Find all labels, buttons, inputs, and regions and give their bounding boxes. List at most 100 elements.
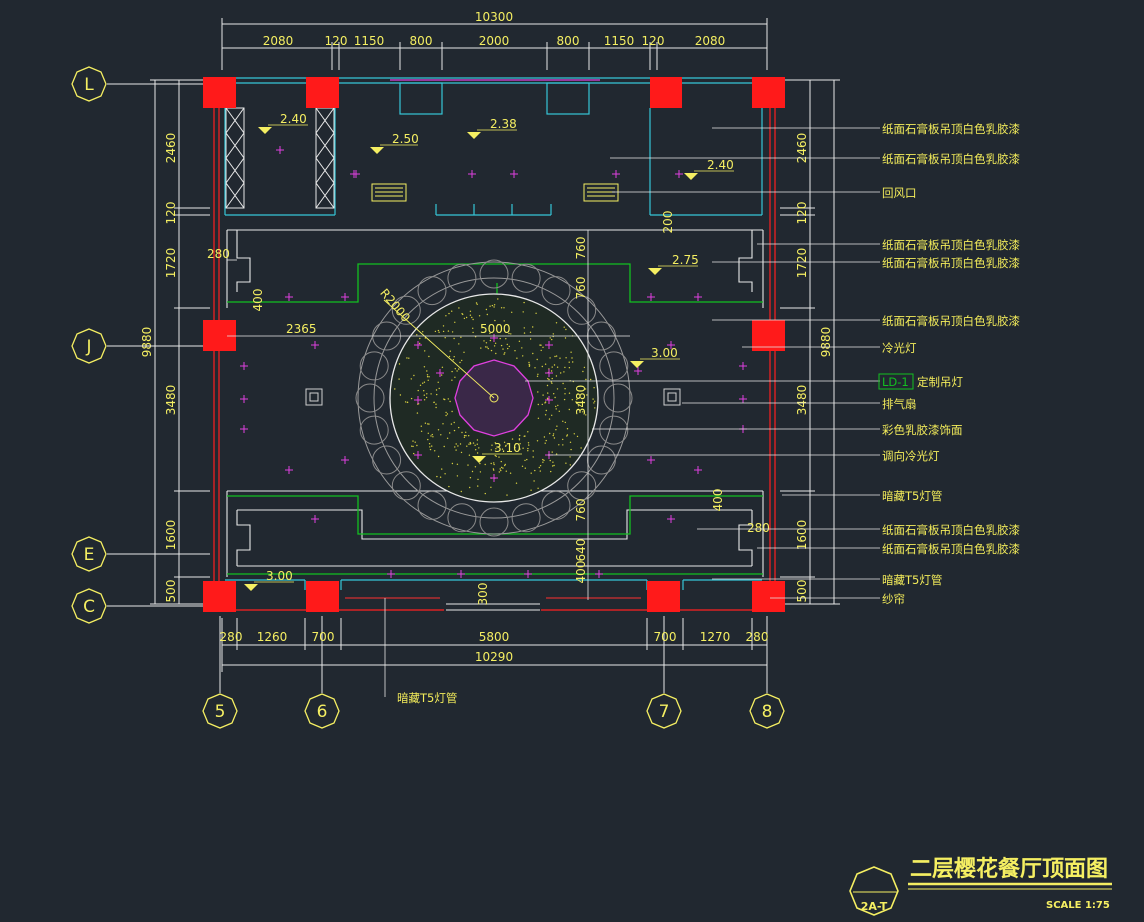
annotation-1: 纸面石膏板吊顶白色乳胶漆 (882, 122, 1020, 136)
seat-scallop (479, 259, 509, 289)
drawing-scale: SCALE 1:75 (1046, 900, 1110, 911)
speckle (412, 440, 414, 442)
speckle (475, 302, 478, 304)
seat-scallop (586, 445, 616, 475)
annotation-adjustable-light: 调向冷光灯 (882, 449, 940, 463)
speckle (426, 393, 428, 395)
speckle (445, 414, 447, 417)
speckle (544, 402, 546, 404)
speckle (419, 342, 421, 345)
speckle (437, 429, 440, 431)
dim-right-5: 1600 (795, 520, 809, 551)
speckle (447, 330, 450, 332)
level-marker-4: 2.40 (684, 158, 734, 180)
speckle (555, 453, 558, 455)
dim-bottom-1: 280 (220, 630, 243, 644)
speckle (560, 372, 562, 374)
central-round-ceiling (355, 259, 633, 537)
downlight (675, 170, 683, 178)
dim-left-6: 500 (164, 580, 178, 603)
dim-top-8: 120 (642, 34, 665, 48)
speckle (404, 401, 407, 403)
exhaust-fans (305, 388, 681, 406)
speckle (476, 439, 479, 441)
speckle (423, 399, 426, 401)
dim-top-9: 2080 (695, 34, 726, 48)
dim-right-2: 120 (795, 202, 809, 225)
speckle (529, 338, 532, 340)
speckle (494, 319, 496, 322)
level-marker-7: 3.10 (472, 441, 522, 463)
speckle (542, 458, 544, 461)
annotation-chandelier: 定制吊灯 (917, 375, 963, 389)
speckle (449, 400, 451, 403)
speckle (547, 398, 549, 400)
speckle (542, 394, 544, 396)
speckle (514, 350, 516, 352)
annotation-bottom-t5: 暗藏T5灯管 (397, 691, 457, 705)
speckle (476, 303, 478, 305)
downlight (667, 515, 675, 523)
downlight (739, 395, 747, 403)
downlight (634, 367, 642, 375)
speckle (427, 423, 429, 425)
speckle (453, 429, 456, 432)
speckle (528, 364, 531, 366)
speckle (444, 473, 446, 475)
speckle (510, 333, 512, 335)
speckle (577, 405, 580, 407)
speckle (508, 345, 510, 348)
speckle (570, 448, 572, 451)
speckle (436, 475, 438, 478)
annotation-curtain: 纱帘 (882, 592, 905, 606)
speckle (552, 434, 554, 437)
dim-right-4: 3480 (795, 385, 809, 416)
speckle (439, 476, 442, 478)
speckle (429, 448, 432, 451)
speckle (523, 301, 525, 304)
seat-scallop (599, 415, 629, 445)
seat-scallop (511, 503, 541, 533)
axis-label-6: 6 (317, 702, 328, 722)
speckle (571, 399, 573, 401)
speckle (434, 330, 437, 333)
speckle (493, 306, 495, 308)
speckle (553, 437, 556, 439)
speckle (463, 434, 466, 437)
speckle (422, 382, 424, 384)
downlight (457, 570, 465, 578)
seat-scallop (372, 445, 402, 475)
annotation-2: 纸面石膏板吊顶白色乳胶漆 (882, 152, 1020, 166)
speckle (594, 407, 596, 409)
speckle (503, 320, 505, 322)
dim-400-right: 400 (711, 489, 725, 512)
speckle (555, 355, 558, 357)
dim-left-3: 1720 (164, 248, 178, 279)
speckle (564, 388, 566, 390)
speckle (569, 464, 571, 466)
right-dimension-labels: 2460 120 1720 3480 1600 500 9880 (795, 133, 833, 603)
speckle (489, 332, 491, 335)
speckle (564, 421, 566, 424)
dim-bottom-5: 700 (654, 630, 677, 644)
structural-columns (203, 77, 785, 612)
speckle (460, 336, 462, 338)
downlight (545, 369, 553, 377)
speckle (438, 331, 440, 333)
speckle (498, 471, 500, 473)
dim-right-6: 500 (795, 580, 809, 603)
level-value: 3.00 (266, 569, 293, 583)
speckle (532, 456, 534, 458)
speckle (425, 396, 428, 399)
speckle (582, 411, 584, 413)
speckle (563, 326, 565, 328)
speckle (562, 420, 564, 422)
speckle (528, 361, 530, 364)
speckle (532, 450, 534, 452)
speckle (563, 398, 566, 401)
speckle (521, 465, 524, 467)
seat-scallop (603, 383, 633, 413)
speckle (486, 313, 488, 316)
speckle (552, 461, 554, 463)
